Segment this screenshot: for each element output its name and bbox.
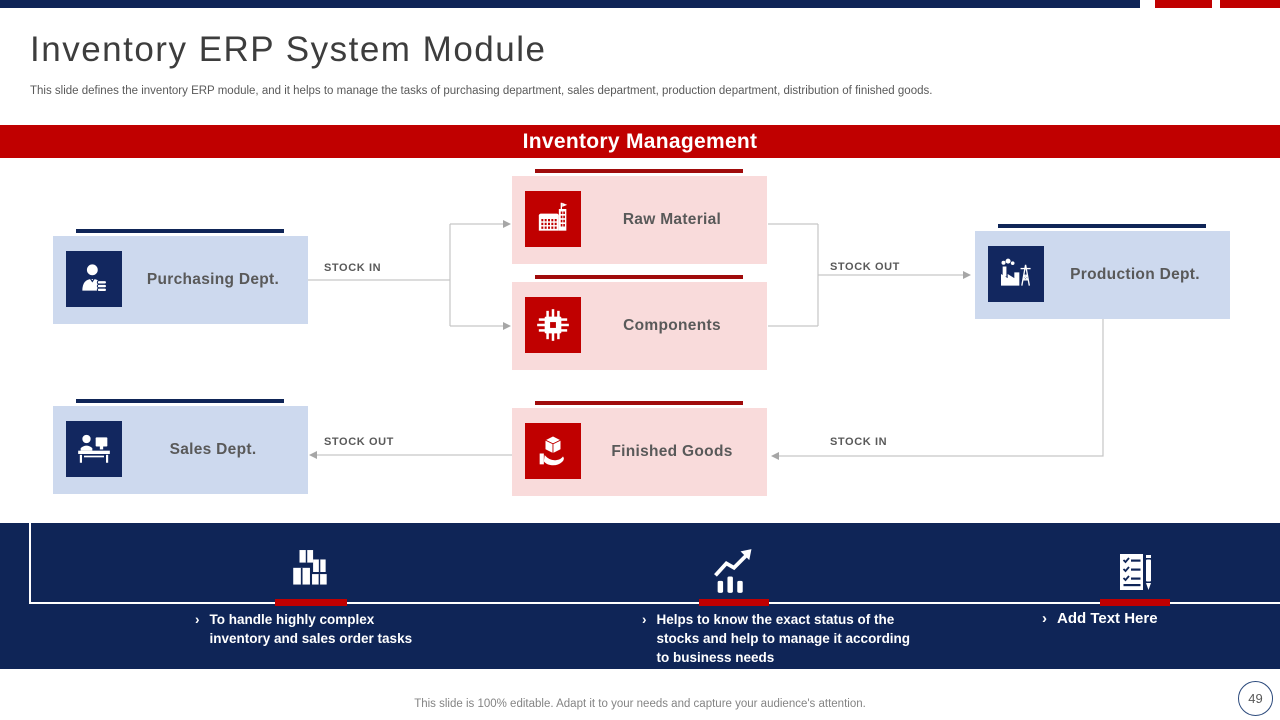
factory-building-icon	[525, 191, 581, 247]
bullet-chevron: ›	[642, 612, 647, 627]
hand-box-icon	[525, 423, 581, 479]
benefit-item-2: › Helps to know the exact status of the …	[642, 610, 917, 667]
bullet-chevron: ›	[1042, 610, 1047, 627]
node-components: Components	[512, 275, 767, 370]
node-label: Raw Material	[622, 211, 722, 228]
page-title: Inventory ERP System Module	[30, 30, 547, 69]
benefit-text: To handle highly complex inventory and s…	[209, 612, 413, 646]
benefit-item-3[interactable]: › Add Text Here	[1042, 609, 1158, 628]
benefit-text: Helps to know the exact status of the st…	[656, 612, 911, 665]
top-accent-red-segment-1	[1155, 0, 1212, 8]
node-purchasing-dept: Purchasing Dept.	[53, 229, 308, 324]
page-number-badge: 49	[1238, 681, 1273, 716]
flow-label-stock-in-left: STOCK IN	[324, 262, 382, 274]
sales-desk-icon	[66, 421, 122, 477]
page-subtitle: This slide defines the inventory ERP mod…	[30, 85, 933, 97]
flow-label-stock-in-bottom: STOCK IN	[830, 436, 888, 448]
buyer-person-icon	[66, 251, 122, 307]
node-raw-material: Raw Material	[512, 169, 767, 264]
bullet-chevron: ›	[195, 612, 200, 627]
node-sales-dept: Sales Dept.	[53, 399, 308, 494]
flow-label-stock-out-bottom: STOCK OUT	[324, 436, 394, 448]
node-production-dept: Production Dept.	[975, 224, 1230, 319]
checklist-pen-icon	[1114, 551, 1158, 600]
top-accent-red-segment-2	[1220, 0, 1280, 8]
node-accent-line	[535, 275, 743, 279]
flow-label-stock-out-right: STOCK OUT	[830, 261, 900, 273]
chip-icon	[525, 297, 581, 353]
benefit-underline	[275, 599, 347, 606]
node-label: Components	[623, 317, 721, 334]
benefit-underline	[1100, 599, 1170, 606]
page-number: 49	[1248, 691, 1263, 706]
stacked-boxes-icon	[288, 549, 334, 600]
section-banner: Inventory Management	[0, 125, 1280, 158]
node-accent-line	[998, 224, 1206, 228]
node-finished-goods: Finished Goods	[512, 401, 767, 496]
benefit-underline	[699, 599, 769, 606]
node-accent-line	[76, 229, 284, 233]
band-left-border	[29, 523, 31, 604]
node-label: Sales Dept.	[169, 441, 257, 458]
banner-title: Inventory Management	[522, 129, 758, 153]
production-plant-icon	[988, 246, 1044, 302]
growth-chart-icon	[710, 547, 758, 600]
benefits-band: › To handle highly complex inventory and…	[0, 523, 1280, 669]
top-accent-bar	[0, 0, 1140, 8]
band-divider-line	[29, 602, 1280, 604]
node-label: Finished Goods	[611, 443, 733, 460]
footer-note: This slide is 100% editable. Adapt it to…	[414, 698, 866, 710]
benefit-item-1: › To handle highly complex inventory and…	[195, 610, 435, 648]
node-label: Purchasing Dept.	[146, 271, 280, 288]
node-label: Production Dept.	[1070, 266, 1200, 283]
node-accent-line	[76, 399, 284, 403]
node-accent-line	[535, 401, 743, 405]
benefit-text-placeholder[interactable]: Add Text Here	[1057, 610, 1158, 627]
node-accent-line	[535, 169, 743, 173]
